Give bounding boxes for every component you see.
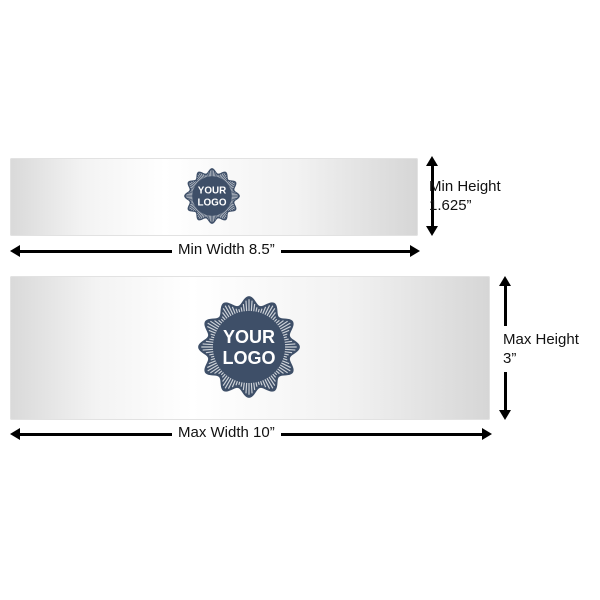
max-width-label: Max Width 10”	[172, 424, 281, 442]
badge-shape	[184, 168, 240, 224]
min-height-label: Min Height 1.625”	[429, 177, 501, 215]
logo-text-line2: LOGO	[198, 197, 227, 208]
badge-shape	[198, 296, 300, 398]
logo-badge-icon-large: YOUR LOGO	[198, 296, 300, 398]
min-width-label: Min Width 8.5”	[172, 241, 281, 259]
badge-ridges	[185, 169, 239, 223]
max-height-label: Max Height 3”	[503, 330, 579, 368]
max-height-label-line2: 3”	[503, 350, 517, 367]
min-height-label-line2: 1.625”	[429, 197, 472, 214]
badge-ridges	[201, 299, 297, 395]
min-height-label-line1: Min Height	[429, 178, 501, 195]
logo-text-line1: YOUR	[223, 327, 275, 347]
logo-badge-icon-small: YOUR LOGO	[184, 168, 240, 224]
max-height-label-line1: Max Height	[503, 331, 579, 348]
logo-text-line2: LOGO	[223, 348, 276, 368]
logo-text-line1: YOUR	[198, 186, 226, 197]
